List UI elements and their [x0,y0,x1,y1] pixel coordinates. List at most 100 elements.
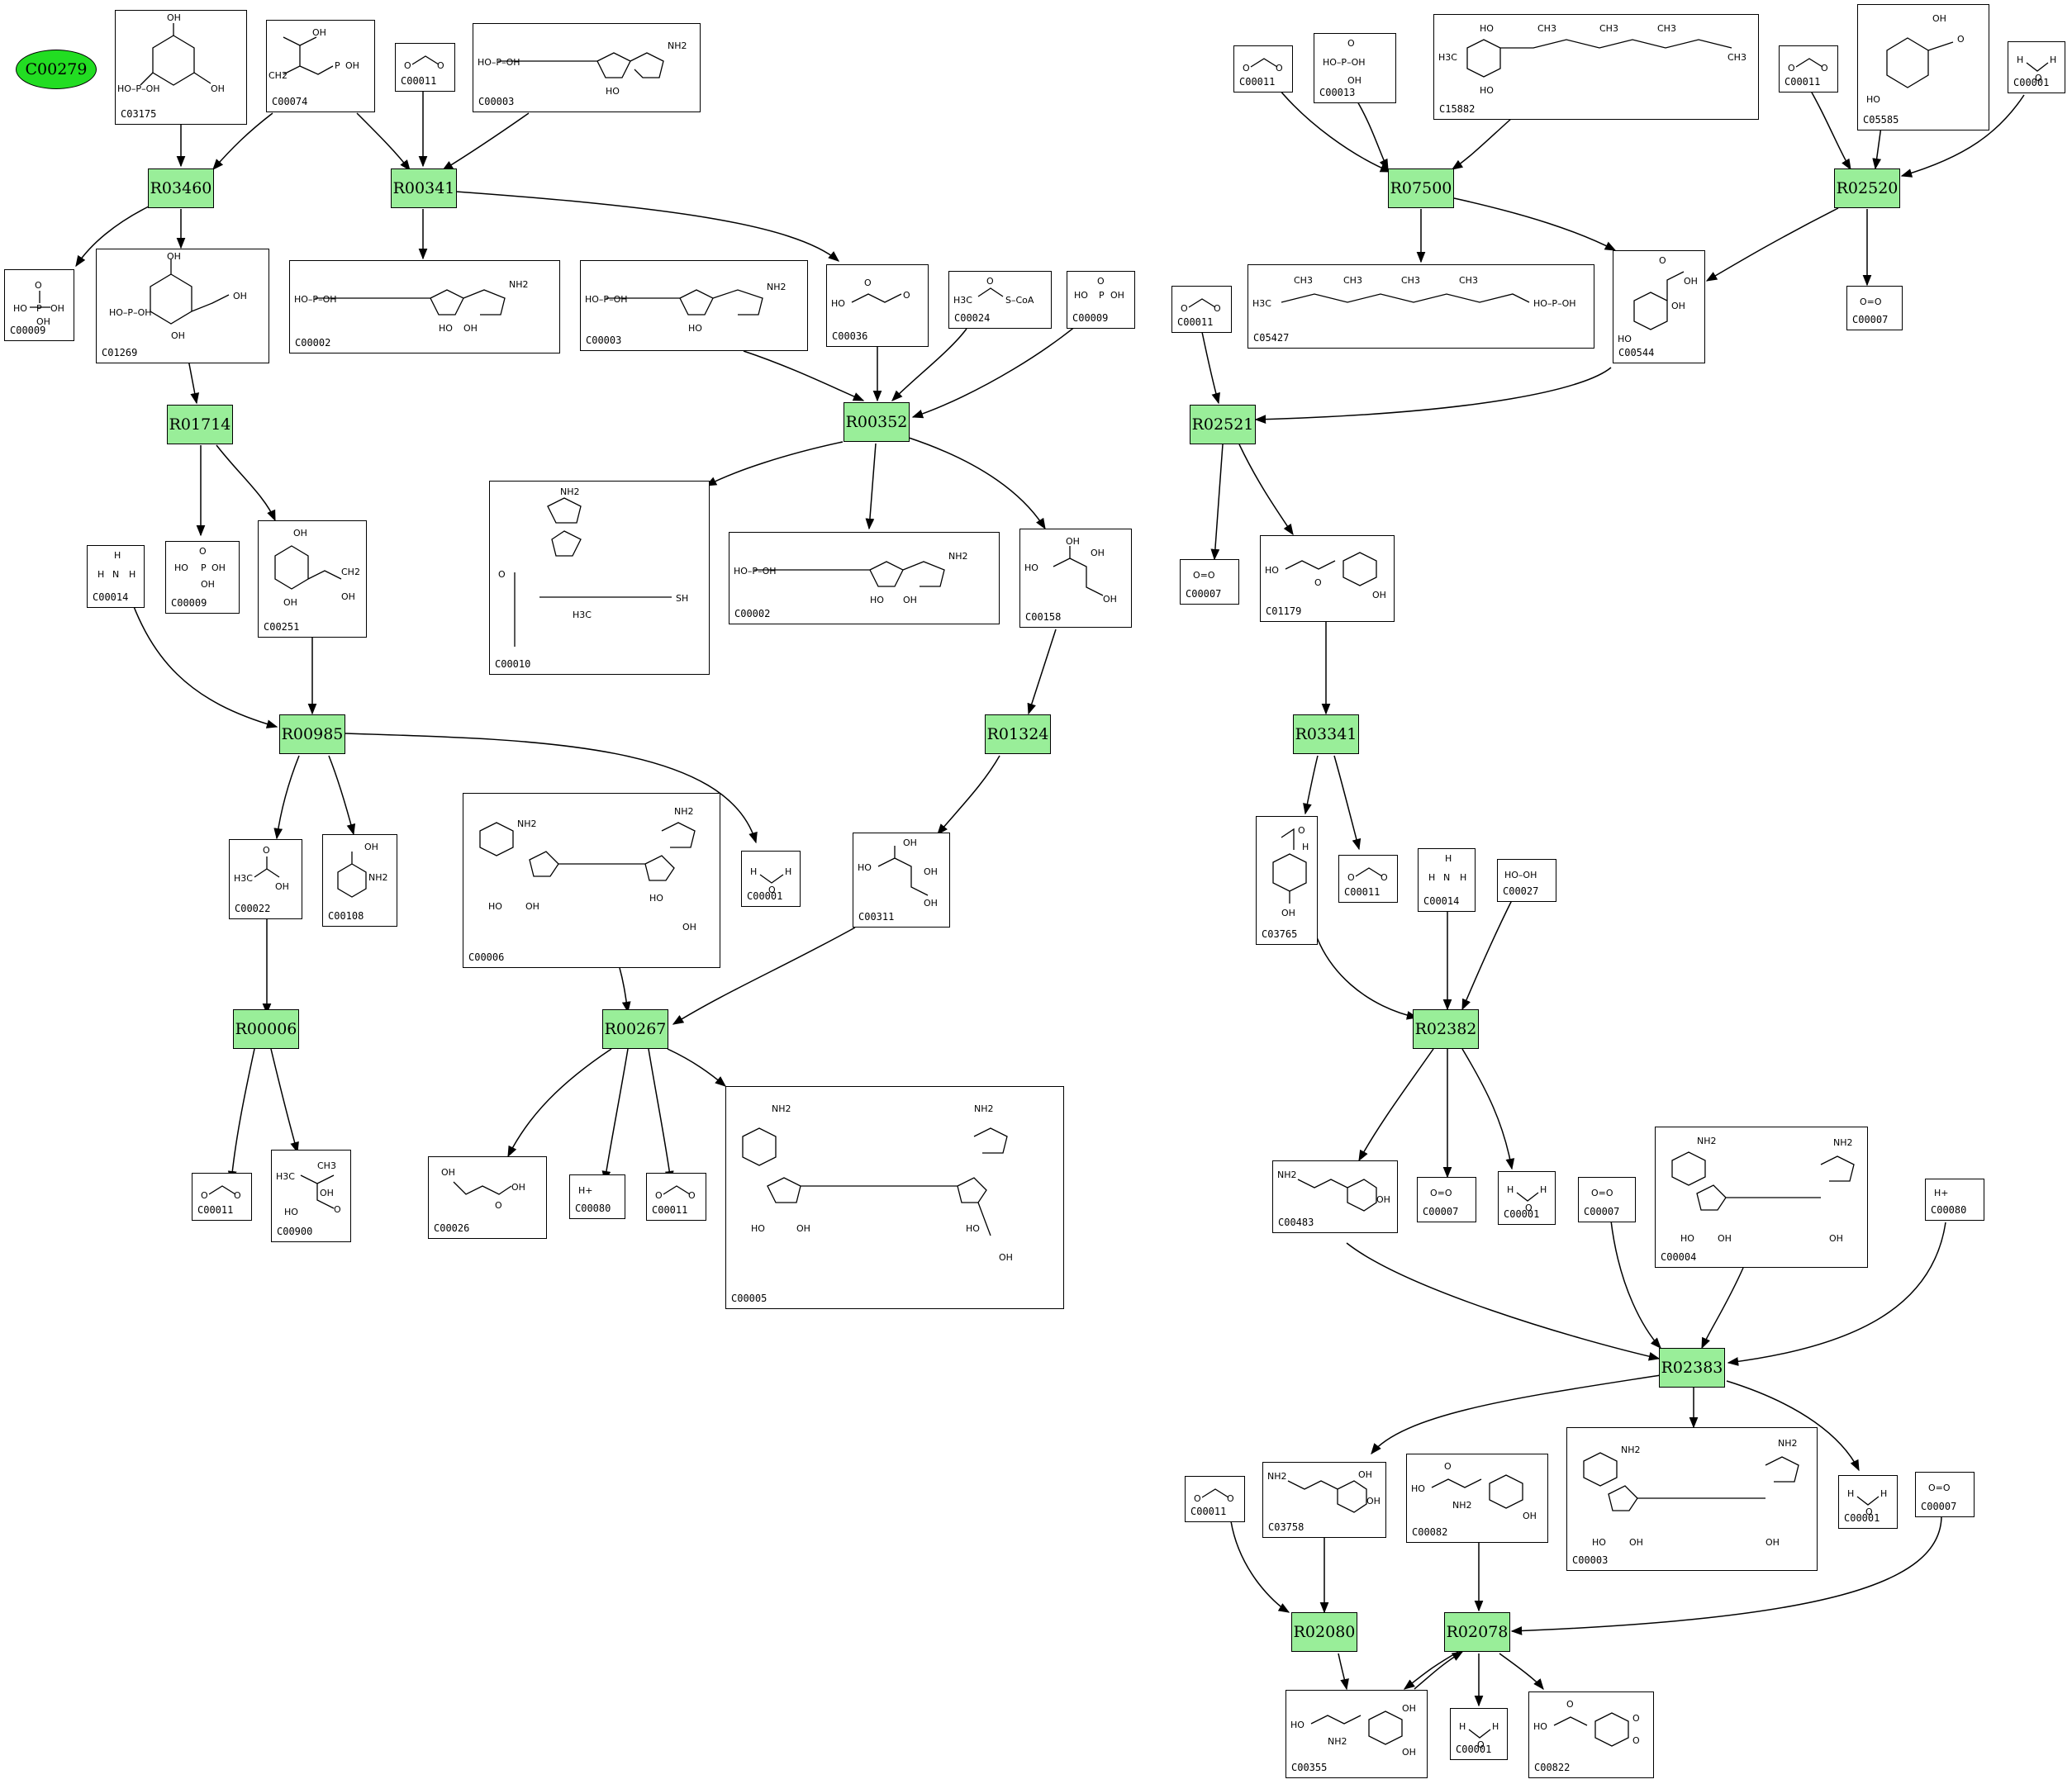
svg-text:OH: OH [1091,548,1105,558]
reaction-node-R00352[interactable]: R00352 [844,402,910,442]
reaction-node-R03460[interactable]: R03460 [148,168,214,208]
reaction-node-R07500[interactable]: R07500 [1388,168,1454,208]
reaction-node-R02521[interactable]: R02521 [1190,405,1256,444]
compound-node[interactable]: O=O C00007 [1578,1177,1636,1222]
svg-text:H3C: H3C [234,873,253,884]
svg-text:O: O [1314,577,1322,588]
compound-node[interactable]: HO–OH C00027 [1497,859,1556,902]
compound-node[interactable]: O=O C00007 [1846,286,1903,330]
svg-text:S–CoA: S–CoA [1005,295,1034,306]
compound-id: C00014 [93,591,129,603]
svg-text:O: O [864,278,872,288]
reaction-node-R02080[interactable]: R02080 [1291,1612,1357,1652]
compound-node[interactable]: H+ C00080 [569,1174,625,1219]
reaction-node-R01324[interactable]: R01324 [985,714,1051,754]
svg-text:HO: HO [649,893,663,904]
compound-id: C00011 [401,75,437,87]
reaction-node-R00341[interactable]: R00341 [391,168,457,208]
reaction-node-R02382[interactable]: R02382 [1413,1009,1479,1049]
reaction-node-R00267[interactable]: R00267 [602,1009,668,1049]
compound-node[interactable]: H+ C00080 [1925,1179,1984,1221]
compound-node[interactable]: O=O C00007 [1417,1177,1476,1222]
svg-text:NH2: NH2 [560,486,580,497]
start-compound-node[interactable]: C00279 [16,50,97,89]
molecule-structure-icon: HOH [1847,1488,1887,1517]
reaction-node-R01714[interactable]: R01714 [167,405,233,444]
svg-text:HO: HO [439,323,453,334]
svg-text:HO: HO [284,1207,298,1217]
reaction-node-R02383[interactable]: R02383 [1659,1348,1725,1388]
reaction-node-R03341[interactable]: R03341 [1293,714,1359,754]
reaction-node-R00006[interactable]: R00006 [233,1009,299,1049]
reaction-node-R00985[interactable]: R00985 [279,714,345,754]
svg-text:HO–P–OH: HO–P–OH [117,83,160,94]
compound-node[interactable]: O=O C00007 [1180,559,1239,605]
reaction-node-R02520[interactable]: R02520 [1834,168,1900,208]
svg-text:H: H [1445,853,1452,864]
svg-text:OH: OH [345,60,359,71]
reaction-node-R02078[interactable]: R02078 [1444,1612,1510,1652]
svg-text:OH: OH [36,316,50,327]
svg-text:HO: HO [966,1223,980,1234]
compound-id: C00011 [1784,76,1821,88]
edge [1610,1220,1661,1349]
compound-node[interactable]: O=O C00007 [1915,1472,1975,1517]
svg-text:OH: OH [682,922,696,932]
